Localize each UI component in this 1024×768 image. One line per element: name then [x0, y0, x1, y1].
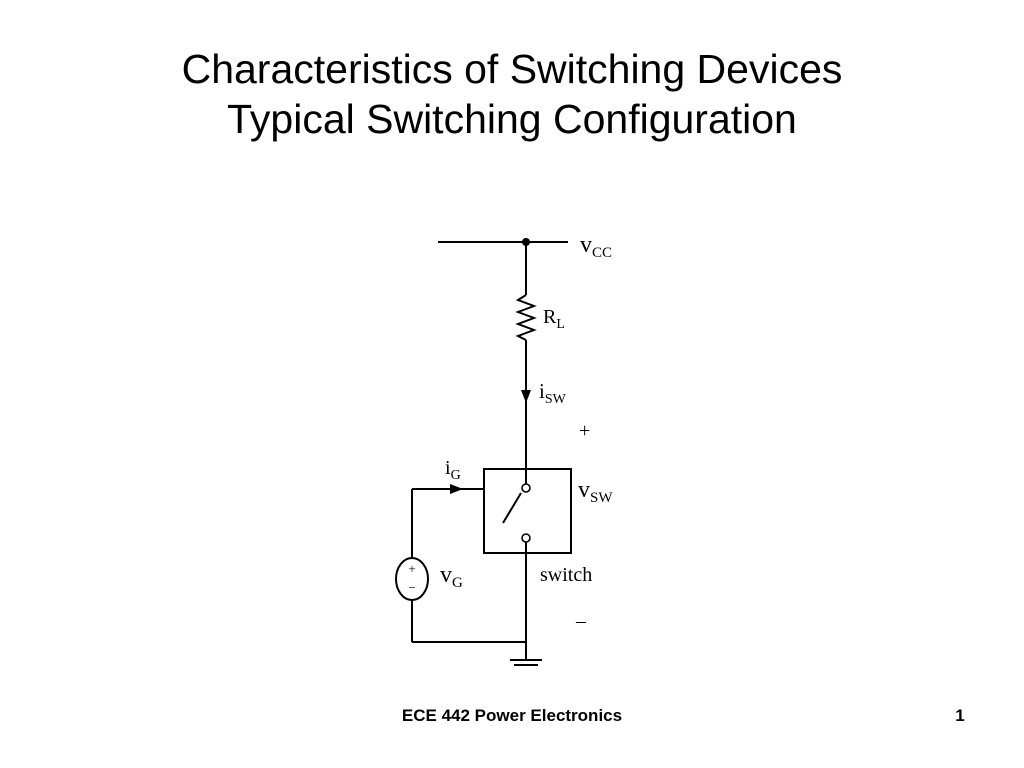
switch-box: [483, 468, 572, 554]
vg-label: vG: [440, 562, 463, 591]
isw-arrow: [521, 390, 531, 403]
page-number: 1: [955, 706, 965, 725]
ig-label: iG: [445, 457, 461, 483]
title-line-1: Characteristics of Switching Devices: [181, 46, 843, 92]
title-line-2: Typical Switching Configuration: [227, 96, 797, 142]
load-resistor: [515, 294, 537, 341]
plus-label: +: [579, 420, 590, 442]
isw-label: iSW: [539, 379, 567, 407]
source-plus-label: +: [408, 561, 415, 576]
switch-lever: [502, 492, 522, 524]
vcc-label: vCC: [580, 232, 612, 261]
minus-label: –: [575, 610, 587, 632]
rl-label: RL: [543, 306, 565, 332]
vcc-node-dot: [522, 238, 530, 246]
switch-terminal-bottom: [521, 533, 531, 543]
footer-course: ECE 442 Power Electronics: [401, 706, 623, 725]
switch-terminal-top: [521, 483, 531, 493]
switch-label: switch: [540, 564, 592, 586]
source-minus-label: −: [408, 580, 415, 595]
vsw-label: vSW: [578, 477, 613, 506]
gate-voltage-source: [395, 557, 429, 601]
slide-title: Characteristics of Switching Devices Typ…: [0, 44, 1024, 144]
ig-arrow: [450, 484, 463, 494]
